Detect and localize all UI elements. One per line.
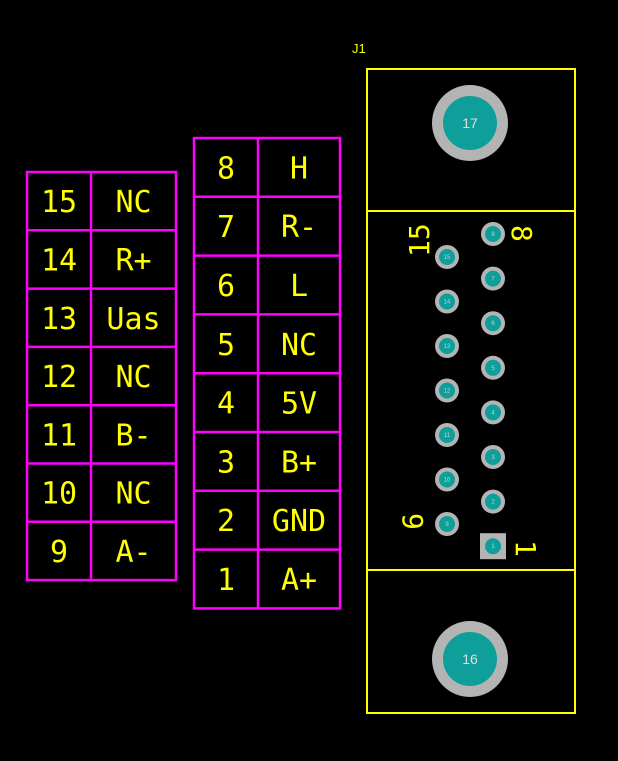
- pad-number: 14: [444, 300, 451, 306]
- pin-number: 2: [217, 504, 235, 539]
- mount-hole-16: 16: [432, 621, 508, 697]
- pin-number: 7: [217, 210, 235, 245]
- pad-number: 7: [491, 277, 495, 283]
- pad-number: 2: [491, 500, 495, 506]
- connector-pads: 15 14 13 12 11 10 9 8 7 6 5 4 3 2 1: [435, 222, 506, 560]
- pad: 10: [435, 467, 459, 492]
- connector-designator: J1: [352, 41, 366, 56]
- pin-label: L: [290, 269, 308, 304]
- pad: 1: [480, 533, 506, 560]
- pad: 7: [481, 266, 505, 291]
- pad-number: 5: [491, 366, 495, 372]
- pin-number: 3: [217, 445, 235, 480]
- pad: 12: [435, 378, 459, 403]
- pad-number: 11: [444, 433, 451, 439]
- pad-number: 15: [444, 255, 451, 261]
- table-row: 14 R+: [41, 243, 152, 278]
- pad: 11: [435, 423, 459, 447]
- pin-label: B-: [115, 418, 151, 453]
- connector-footprint: J1 17 16 15 14 13 12 11 10 9 8 7 6 5 4 3 2 1 15 8 9 1: [352, 41, 576, 714]
- pin-number: 15: [41, 185, 77, 220]
- pad-number: 10: [444, 478, 451, 484]
- table-row: 9 A-: [50, 535, 152, 570]
- pad-number: 8: [491, 232, 495, 238]
- pin-label: R-: [281, 210, 317, 245]
- pin-label: NC: [281, 328, 317, 363]
- table-row: 11 B-: [41, 418, 152, 453]
- pad: 3: [481, 445, 505, 469]
- pad: 8: [481, 222, 505, 246]
- pad-number: 6: [491, 321, 495, 327]
- pin-number: 5: [217, 328, 235, 363]
- pin-number: 11: [41, 418, 77, 453]
- pad: 13: [435, 334, 459, 358]
- pad: 15: [435, 245, 459, 269]
- pin-label: NC: [115, 360, 151, 395]
- pin-label: R+: [115, 243, 151, 278]
- pin-number: 8: [217, 151, 235, 186]
- pin-number: 10: [41, 477, 77, 512]
- pin-number: 4: [217, 387, 235, 422]
- pad: 4: [481, 400, 505, 425]
- pin-label: GND: [272, 504, 326, 539]
- pad-number: 4: [491, 410, 495, 416]
- mount-hole-label: 16: [462, 651, 478, 667]
- pad-number: 13: [444, 344, 451, 350]
- table-border: [25, 170, 178, 582]
- pin-label: Uas: [106, 302, 160, 337]
- pad: 2: [481, 489, 505, 514]
- pad: 6: [481, 311, 505, 336]
- pin-label: A-: [115, 535, 151, 570]
- pin-number: 13: [41, 302, 77, 337]
- silk-label-15: 15: [403, 223, 436, 257]
- silk-label-1: 1: [509, 540, 542, 557]
- table-row: 10 NC: [41, 477, 152, 512]
- pin-number: 1: [217, 563, 235, 598]
- pin-label: B+: [281, 445, 317, 480]
- table-row: 15 NC: [41, 185, 152, 220]
- pad-number: 1: [491, 544, 495, 550]
- pin-number: 14: [41, 243, 77, 278]
- silk-label-8: 8: [505, 225, 538, 242]
- table-row: 1 A+: [217, 563, 317, 598]
- table-row: 4 5V: [217, 387, 317, 422]
- pad-number: 12: [444, 389, 451, 395]
- silk-label-9: 9: [396, 513, 429, 530]
- pin-label: H: [290, 151, 308, 186]
- table-row: 5 NC: [217, 328, 317, 363]
- connector-outline: [366, 68, 576, 714]
- pin-number: 12: [41, 360, 77, 395]
- pad: 5: [481, 355, 505, 380]
- table-row: 3 B+: [217, 445, 317, 480]
- pad-number: 9: [445, 522, 449, 528]
- pad-number: 3: [491, 455, 495, 461]
- pin-label: 5V: [281, 387, 317, 422]
- pad: 14: [435, 289, 459, 314]
- pin-label: NC: [115, 477, 151, 512]
- pin-label: A+: [281, 563, 317, 598]
- pin-number: 6: [217, 269, 235, 304]
- table-row: 7 R-: [217, 210, 317, 245]
- table-row: 13 Uas: [41, 302, 161, 337]
- table-row: 2 GND: [217, 504, 326, 539]
- mount-hole-label: 17: [462, 115, 478, 131]
- mount-hole-17: 17: [432, 85, 508, 161]
- pad: 9: [435, 512, 459, 536]
- table-row: 12 NC: [41, 360, 152, 395]
- pin-label: NC: [115, 185, 151, 220]
- pin-number: 9: [50, 535, 68, 570]
